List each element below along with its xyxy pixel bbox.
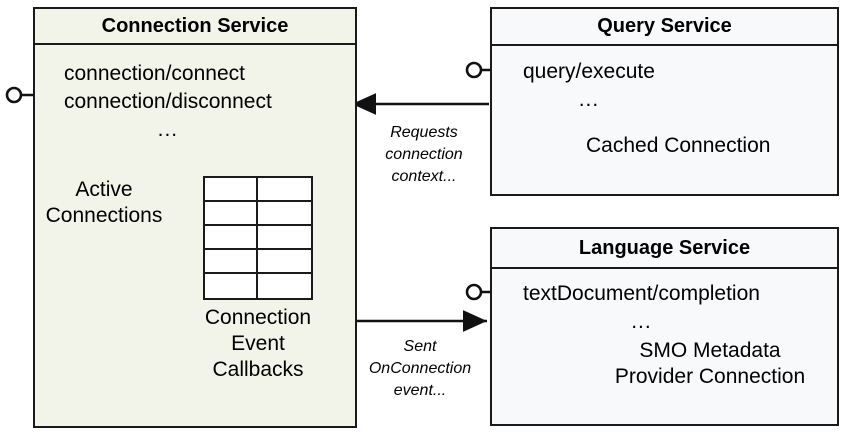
language-service-operations-ellipsis: ... — [631, 310, 652, 333]
language-service-component[interactable]: Language Service — [490, 227, 839, 426]
grid-cell — [205, 226, 258, 250]
operation-connection-disconnect: connection/disconnect — [64, 90, 272, 113]
edge-label-line1: Sent — [403, 338, 437, 355]
operation-query-execute: query/execute — [523, 60, 655, 83]
connection-service-title: Connection Service — [35, 9, 355, 45]
active-connections-label: Active Connections — [36, 177, 172, 229]
callbacks-label-line2: Event — [231, 332, 285, 355]
operation-textdocument-completion: textDocument/completion — [523, 282, 760, 305]
grid-cell — [205, 178, 258, 202]
connection-event-callbacks-grid[interactable] — [203, 176, 313, 300]
grid-cell — [258, 274, 311, 298]
edge-label-line2: connection — [385, 146, 463, 163]
edge-label-line3: context... — [391, 168, 457, 185]
active-connections-label-line1: Active — [75, 178, 133, 201]
query-service-component[interactable]: Query Service — [490, 7, 839, 196]
query-service-operations-ellipsis: ... — [578, 88, 600, 111]
connection-service-operations: connection/connect connection/disconnect… — [64, 60, 272, 144]
smo-metadata-label-line2: Provider Connection — [614, 365, 806, 388]
edge-label-line2: OnConnection — [368, 360, 472, 377]
query-service-operations: query/execute ... — [523, 58, 655, 114]
query-service-title: Query Service — [492, 9, 837, 46]
smo-metadata-label-line1: SMO Metadata — [639, 339, 781, 362]
grid-cell — [205, 274, 258, 298]
grid-cell — [205, 250, 258, 274]
cached-connection-label-text: Cached Connection — [586, 134, 771, 157]
connection-event-callbacks-label: Connection Event Callbacks — [190, 305, 326, 383]
cached-connection-label: Cached Connection — [586, 133, 816, 159]
connection-service-operations-ellipsis: ... — [157, 118, 179, 141]
language-service-title: Language Service — [492, 229, 837, 269]
edge-label-line3: event... — [393, 382, 447, 399]
language-service-operations: textDocument/completion ... — [523, 280, 760, 336]
callbacks-label-line3: Callbacks — [212, 358, 304, 381]
smo-metadata-provider-label: SMO Metadata Provider Connection — [588, 338, 832, 390]
callbacks-label-line1: Connection — [204, 306, 312, 329]
operation-connection-connect: connection/connect — [64, 62, 245, 85]
grid-cell — [258, 202, 311, 226]
edge-label-requests-connection-context: Requests connection context... — [359, 122, 489, 188]
edge-label-line1: Requests — [390, 124, 458, 141]
grid-cell — [258, 250, 311, 274]
grid-cell — [258, 178, 311, 202]
edge-label-sent-onconnection-event: Sent OnConnection event... — [355, 336, 485, 402]
grid-cell — [258, 226, 311, 250]
grid-cell — [205, 202, 258, 226]
active-connections-label-line2: Connections — [45, 204, 163, 227]
